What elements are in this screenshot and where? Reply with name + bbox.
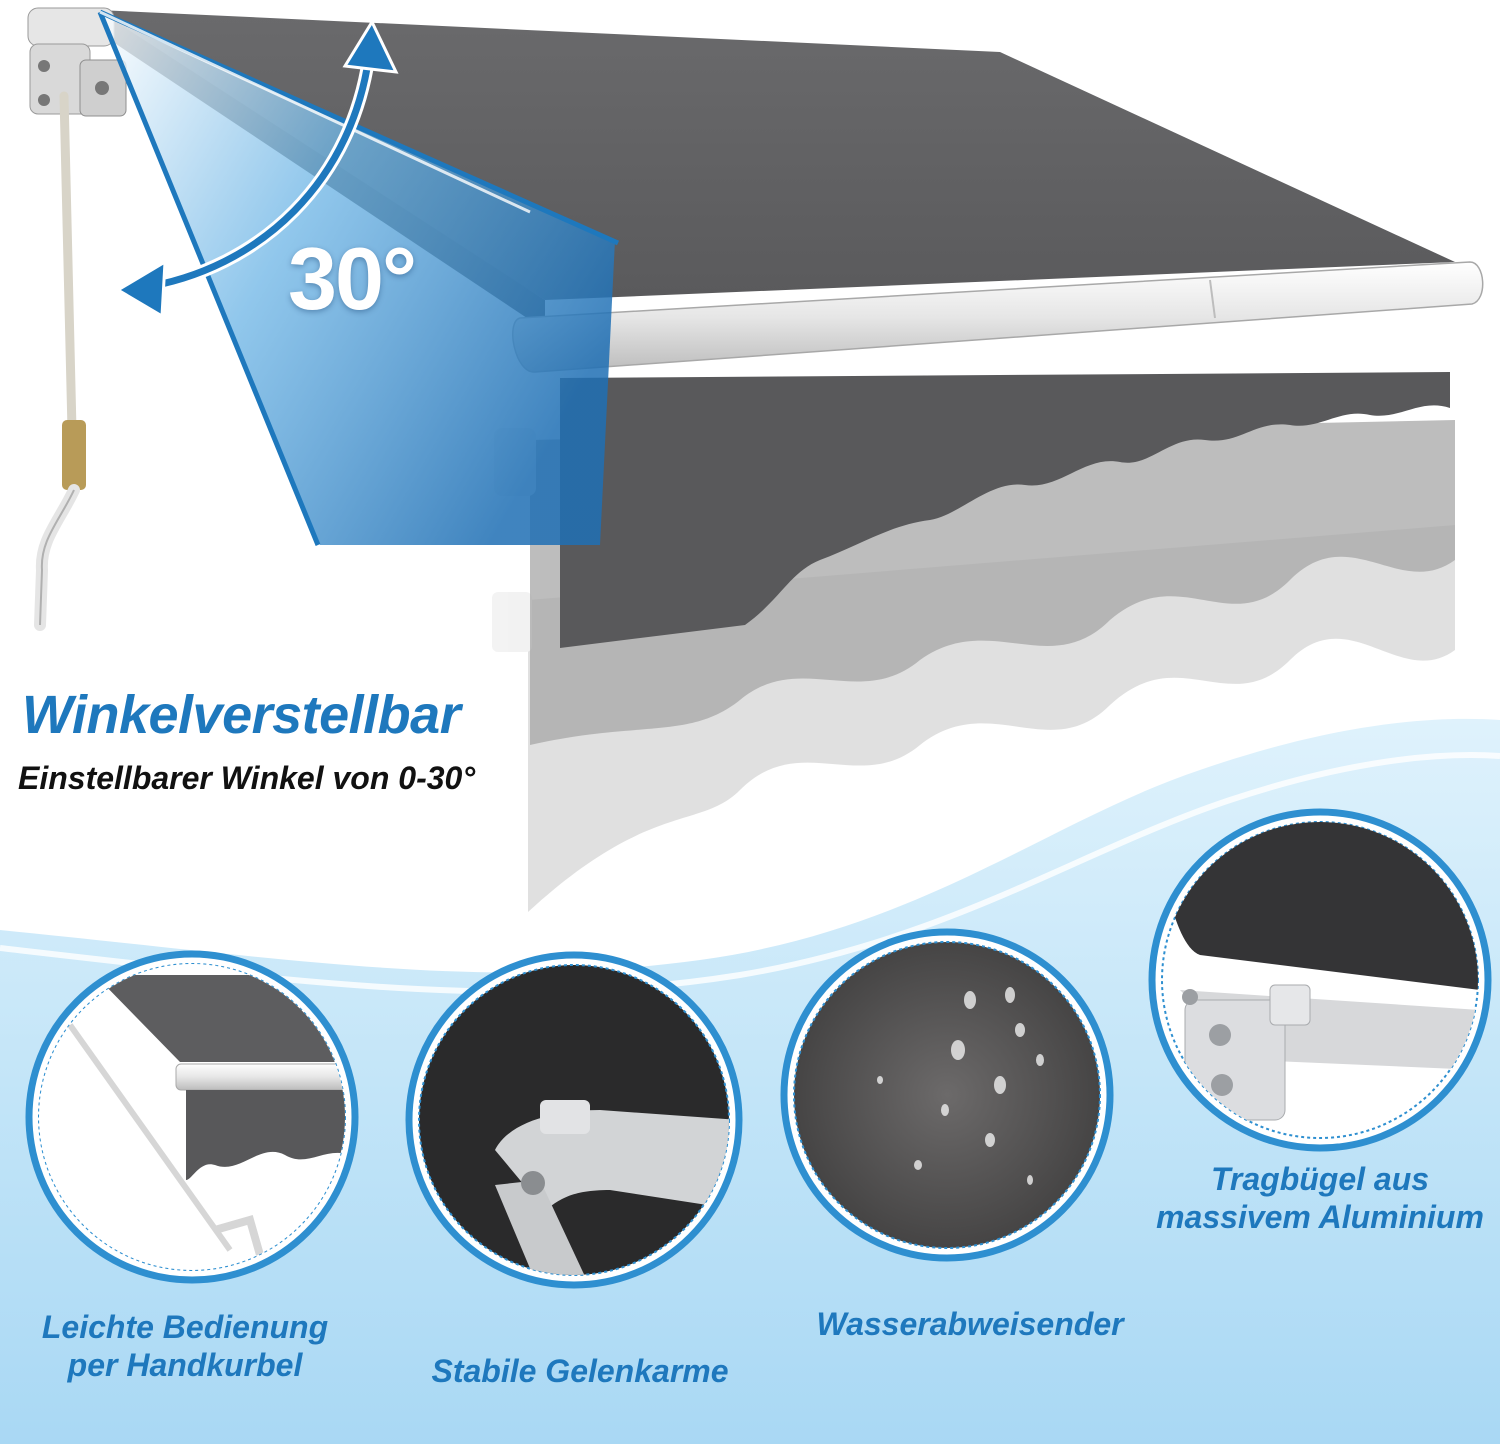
angle-arrow-icon	[115, 18, 399, 319]
feature-caption-line: Leichte Bedienung	[41, 1309, 329, 1345]
feature-caption-aluminium-bracket: Tragbügel aus massivem Aluminium	[1140, 1160, 1500, 1236]
feature-circle-water-repellent	[780, 928, 1114, 1262]
feature-caption-line: Tragbügel aus	[1210, 1161, 1430, 1197]
hand-crank	[34, 91, 86, 631]
subline: Einstellbarer Winkel von 0-30°	[18, 760, 476, 796]
feature-circle-aluminium-bracket	[1148, 808, 1492, 1152]
feature-circle-hand-crank	[25, 950, 359, 1284]
feature-caption-hand-crank: Leichte Bedienung per Handkurbel	[10, 1308, 360, 1384]
headline: Winkelverstellbar	[22, 685, 461, 745]
feature-caption-water-repellent: Wasserabweisender	[780, 1305, 1160, 1343]
feature-caption-line: Wasserabweisender	[816, 1306, 1124, 1342]
feature-caption-articulated-arm: Stabile Gelenkarme	[400, 1352, 760, 1390]
wall-bracket	[27, 7, 127, 117]
feature-caption-line: Stabile Gelenkarme	[431, 1353, 729, 1389]
feature-caption-line: per Handkurbel	[67, 1347, 303, 1383]
feature-circle-articulated-arm	[405, 951, 743, 1289]
feature-caption-line: massivem Aluminium	[1156, 1199, 1484, 1235]
angle-beam	[100, 12, 615, 545]
background-wave	[0, 718, 1500, 1444]
angle-label: 30°	[288, 229, 417, 328]
background-wave-highlight	[0, 752, 1500, 995]
awning-valance	[560, 372, 1450, 648]
